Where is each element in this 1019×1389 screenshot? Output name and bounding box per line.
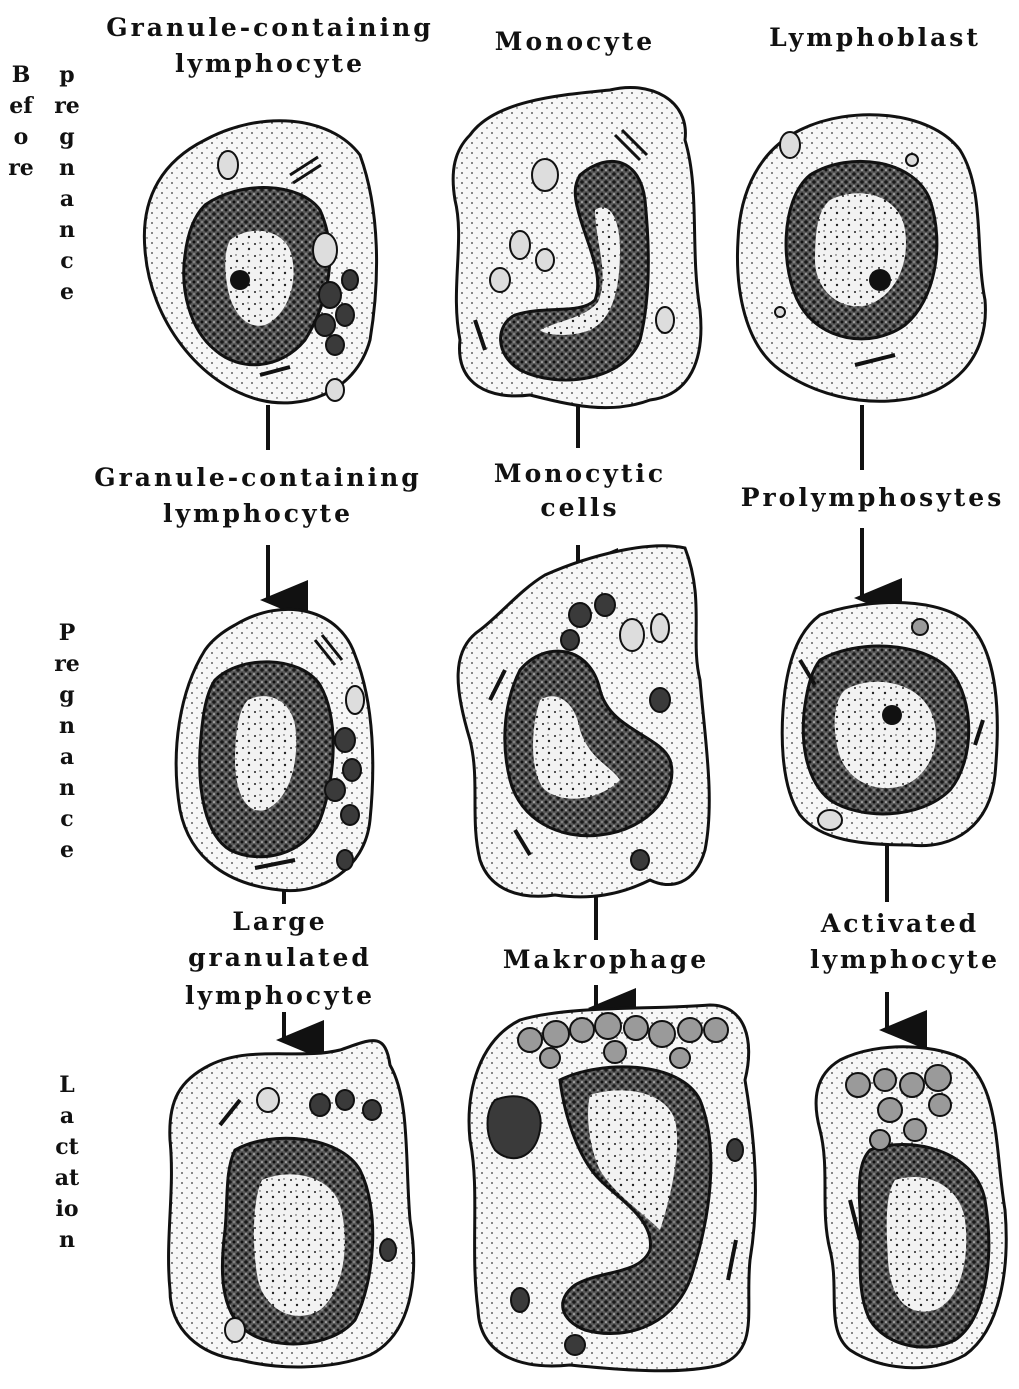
cell-lymphoblast-before bbox=[737, 115, 985, 402]
cell-granule-lymphocyte-pregnance bbox=[176, 609, 373, 890]
cell-granule-lymphocyte-before bbox=[144, 121, 376, 403]
cell-activated-lymphocyte bbox=[816, 1047, 1006, 1368]
cell-prolymphosyte-pregnance bbox=[782, 603, 997, 846]
cell-monocytic-pregnance bbox=[458, 546, 709, 897]
cell-monocyte-before bbox=[453, 87, 701, 407]
cell-makrophage bbox=[469, 1005, 755, 1371]
cell-large-granulated-lymphocyte bbox=[169, 1041, 414, 1367]
